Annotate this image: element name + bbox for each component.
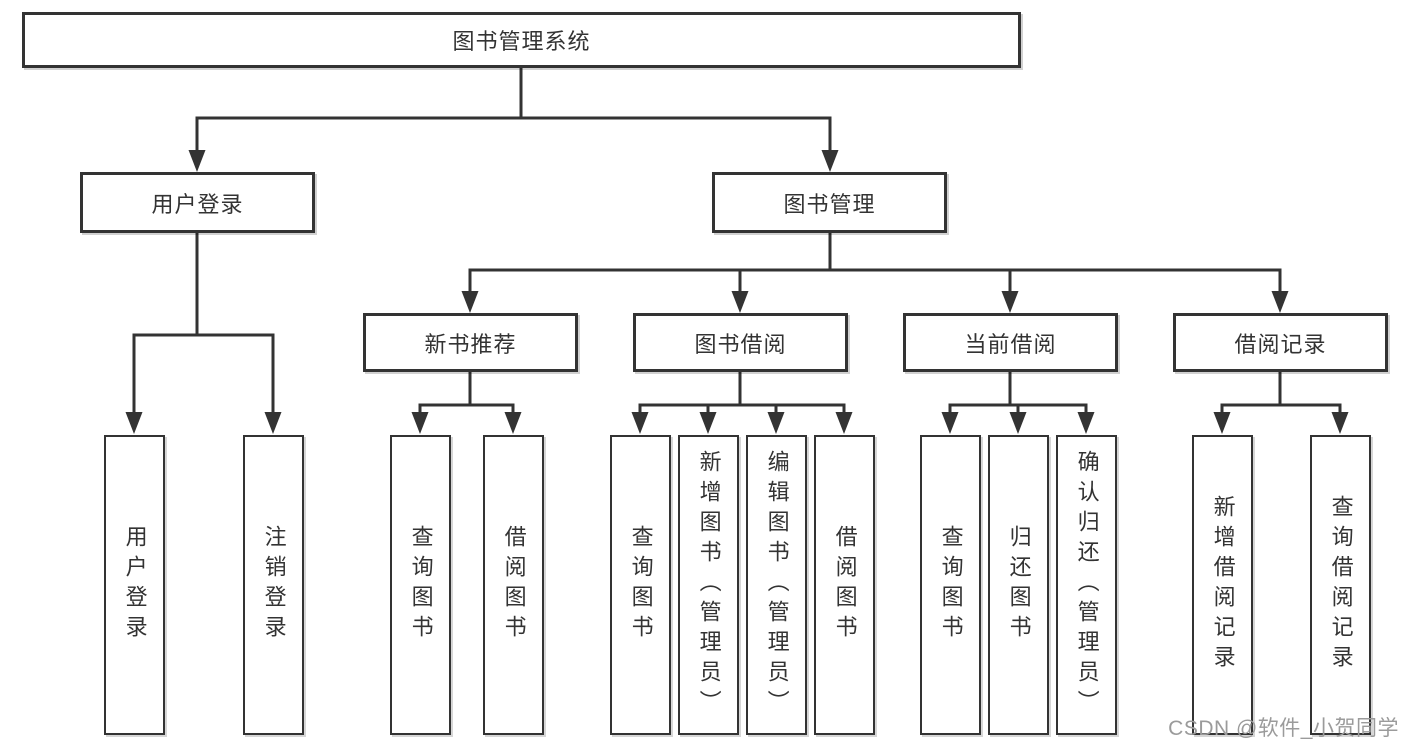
node-label: 当前借阅	[964, 331, 1057, 357]
node-label: 用户登录	[151, 191, 244, 217]
arrowhead-icon	[411, 412, 429, 434]
leaf-label: 确认归还（管理员）	[1074, 450, 1100, 720]
leaf-label: 注销登录	[261, 525, 287, 645]
arrowhead-icon	[1213, 412, 1231, 434]
leaf-add-book-admin: 新增图书（管理员）	[678, 435, 739, 735]
leaf-query-books-recommend: 查询图书	[390, 435, 451, 735]
node-label: 图书管理系统	[452, 29, 591, 54]
arrowhead-icon	[1331, 412, 1349, 434]
arrowhead-icon	[1009, 412, 1027, 434]
leaf-query-books-current: 查询图书	[920, 435, 981, 735]
node-borrow-records: 借阅记录	[1173, 313, 1388, 372]
leaf-query-borrow-record: 查询借阅记录	[1310, 435, 1371, 735]
leaf-logout: 注销登录	[243, 435, 304, 735]
leaf-label: 查询图书	[408, 525, 434, 645]
arrowhead-icon	[941, 412, 959, 434]
node-book-management: 图书管理	[712, 172, 947, 233]
leaf-add-borrow-record: 新增借阅记录	[1192, 435, 1253, 735]
watermark: CSDN @软件_小贺同学	[1168, 717, 1399, 740]
arrowhead-icon	[461, 291, 479, 313]
arrowhead-icon	[731, 291, 749, 313]
leaf-query-books-borrow: 查询图书	[610, 435, 671, 735]
arrowhead-icon	[1001, 291, 1019, 313]
node-current-borrow: 当前借阅	[903, 313, 1118, 372]
node-label: 图书管理	[783, 191, 876, 217]
arrowhead-icon	[821, 150, 839, 172]
arrowhead-icon	[264, 412, 282, 434]
leaf-label: 用户登录	[122, 525, 148, 645]
arrowhead-icon	[699, 412, 717, 434]
leaf-user-login: 用户登录	[104, 435, 165, 735]
leaf-label: 查询图书	[938, 525, 964, 645]
node-new-book-recommend: 新书推荐	[363, 313, 578, 372]
arrowhead-icon	[188, 150, 206, 172]
arrowhead-icon	[1271, 291, 1289, 313]
arrowhead-icon	[125, 412, 143, 434]
node-label: 借阅记录	[1234, 331, 1327, 357]
leaf-confirm-return-admin: 确认归还（管理员）	[1056, 435, 1117, 735]
leaf-borrow-books-recommend: 借阅图书	[483, 435, 544, 735]
leaf-label: 新增借阅记录	[1210, 495, 1236, 675]
leaf-label: 归还图书	[1006, 525, 1032, 645]
arrowhead-icon	[835, 412, 853, 434]
node-user-login: 用户登录	[80, 172, 315, 233]
leaf-label: 查询图书	[628, 525, 654, 645]
arrowhead-icon	[767, 412, 785, 434]
leaf-return-book: 归还图书	[988, 435, 1049, 735]
arrowhead-icon	[631, 412, 649, 434]
arrowhead-icon	[1077, 412, 1095, 434]
node-book-borrow: 图书借阅	[633, 313, 848, 372]
leaf-label: 借阅图书	[832, 525, 858, 645]
connectors-fill-group	[125, 68, 1349, 434]
connector-lines	[132, 68, 1342, 414]
node-label: 图书借阅	[694, 331, 787, 357]
leaf-label: 新增图书（管理员）	[696, 450, 722, 720]
leaf-edit-book-admin: 编辑图书（管理员）	[746, 435, 807, 735]
leaf-borrow-books: 借阅图书	[814, 435, 875, 735]
arrowhead-icon	[504, 412, 522, 434]
leaf-label: 查询借阅记录	[1328, 495, 1354, 675]
leaf-label: 编辑图书（管理员）	[764, 450, 790, 720]
node-label: 新书推荐	[424, 331, 517, 357]
node-root-system: 图书管理系统	[22, 12, 1021, 68]
connectors-stroke-group	[125, 68, 1349, 434]
leaf-label: 借阅图书	[501, 525, 527, 645]
